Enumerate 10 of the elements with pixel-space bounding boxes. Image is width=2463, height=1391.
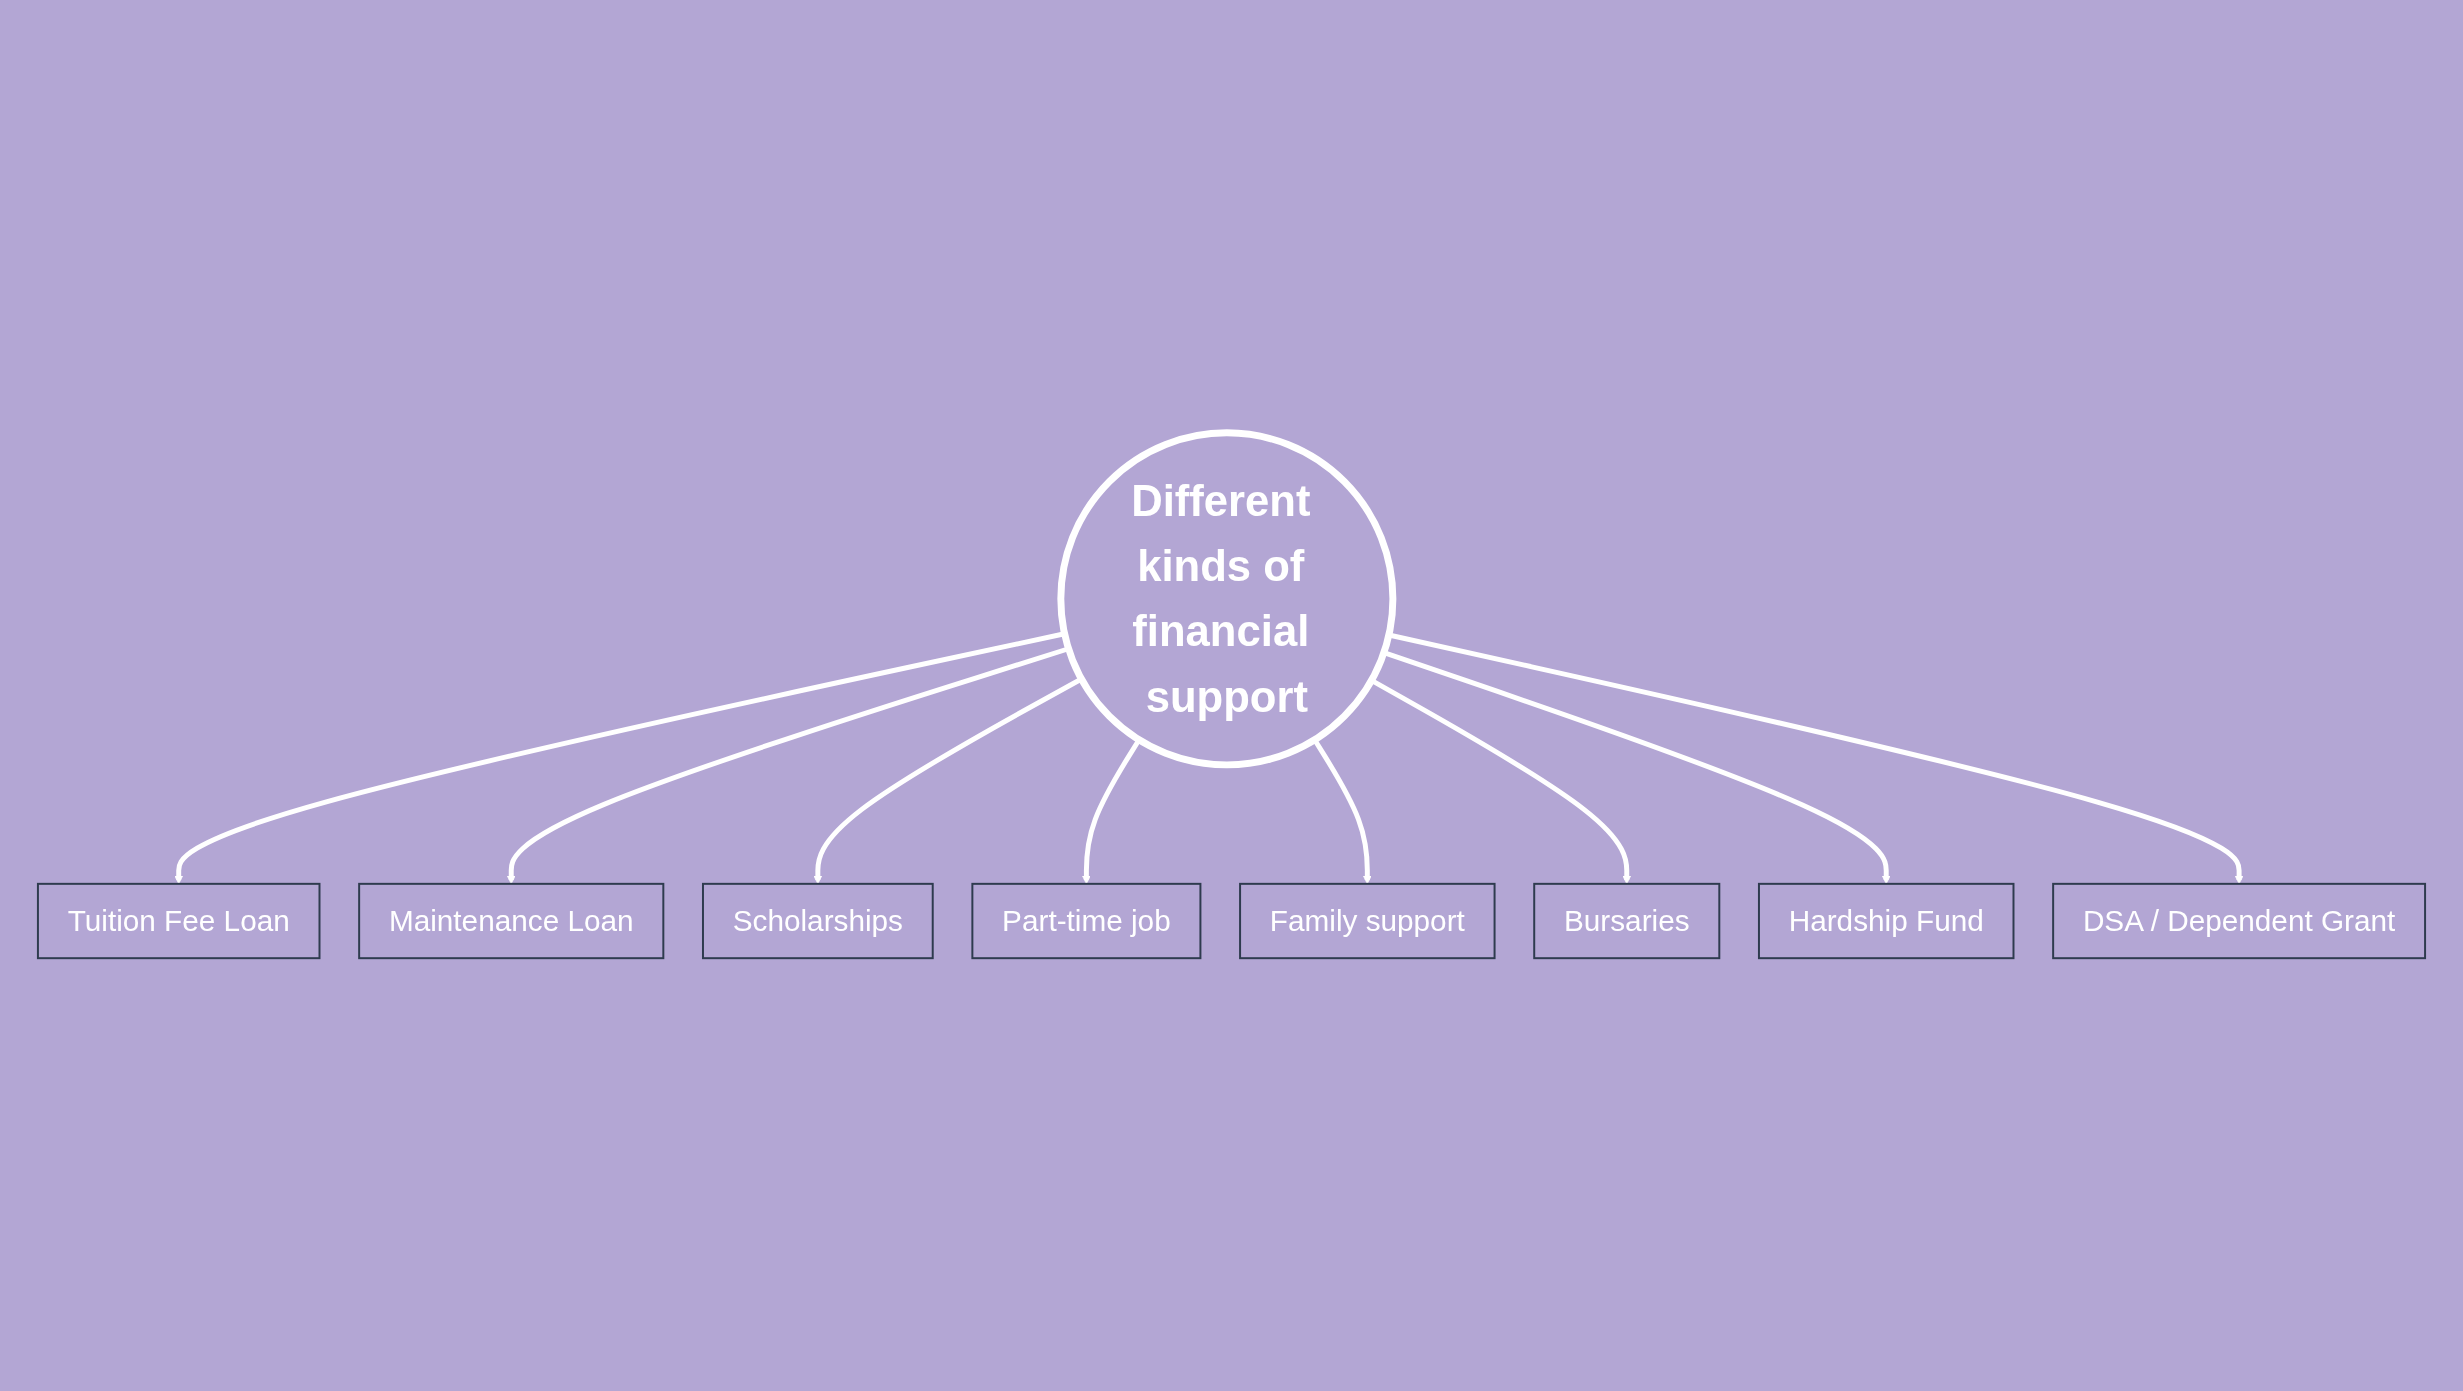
node-box: Part-time job: [971, 882, 1202, 960]
arrow: [1312, 738, 1372, 885]
node-box: Scholarships: [702, 882, 934, 960]
node-box: Family support: [1239, 882, 1496, 960]
node-box: DSA / Dependent Grant: [2052, 882, 2427, 960]
node-circle: Different kinds of financial support: [1057, 429, 1397, 769]
node-box: Bursaries: [1533, 882, 1721, 960]
node-box: Tuition Fee Loan: [36, 882, 321, 960]
node-box: Maintenance Loan: [358, 882, 665, 960]
node-box: Hardship Fund: [1757, 882, 2015, 960]
